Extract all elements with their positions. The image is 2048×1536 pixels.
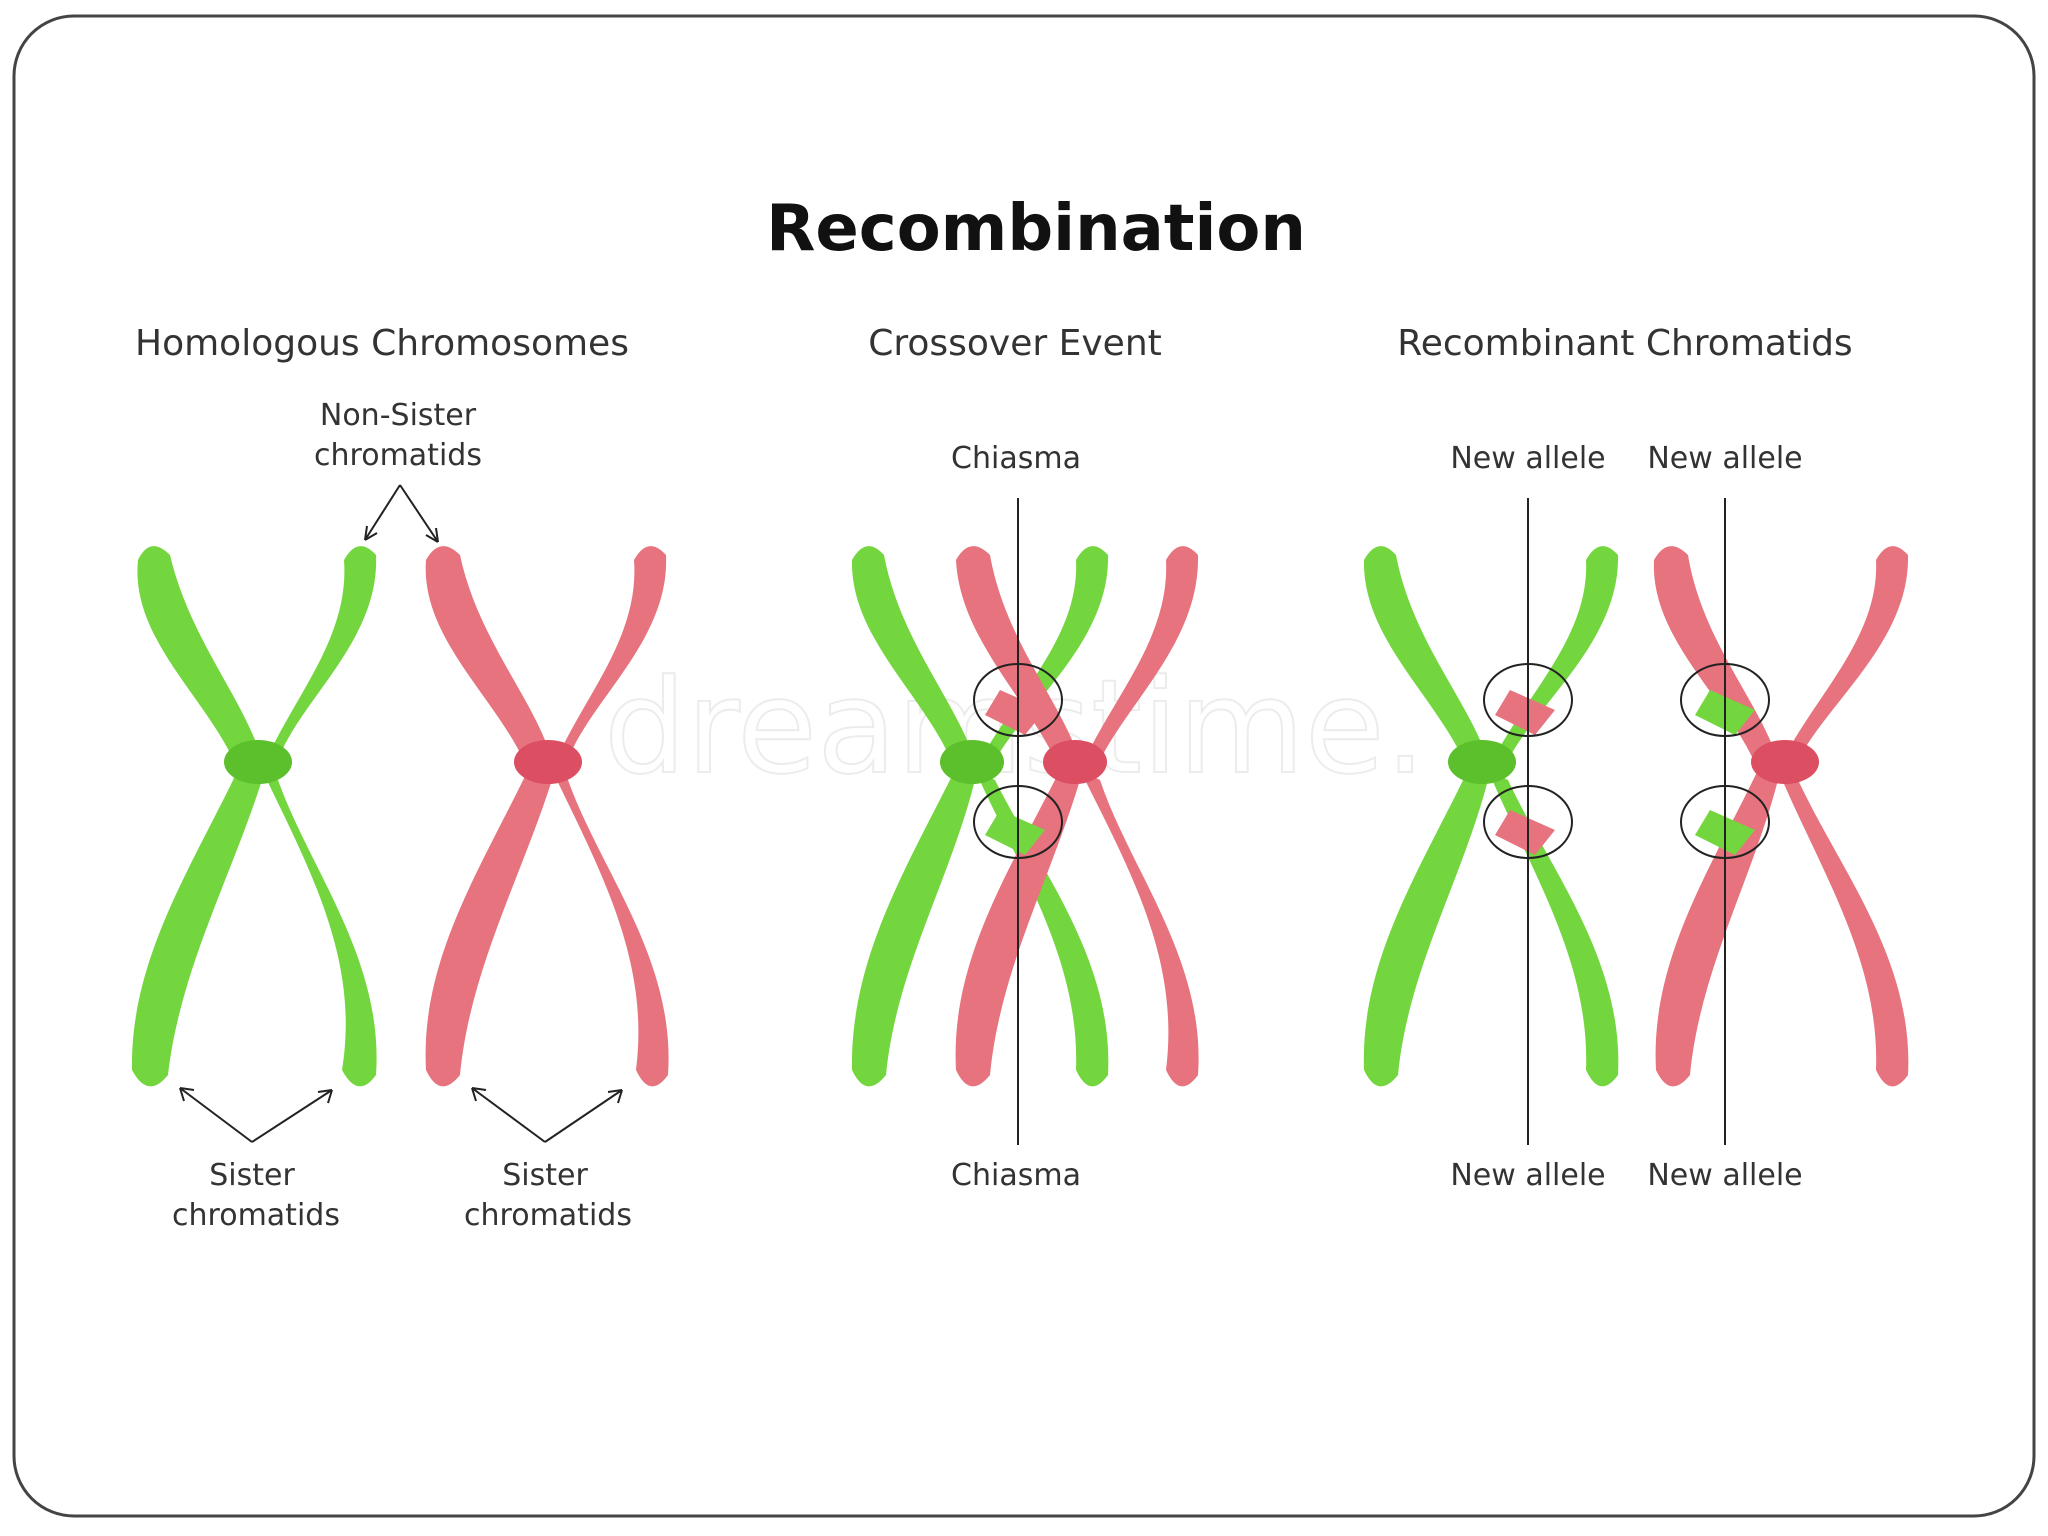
green-chromosome bbox=[131, 546, 377, 1087]
recombinant-pink-chromosome bbox=[1653, 546, 1909, 1087]
label-chiasma-top: Chiasma bbox=[951, 441, 1081, 476]
recombinant-green-chromosome bbox=[1363, 546, 1619, 1087]
heading-crossover-event: Crossover Event bbox=[868, 323, 1162, 364]
heading-recombinant-chromatids: Recombinant Chromatids bbox=[1397, 323, 1852, 364]
crossover-pink-centromere bbox=[1043, 740, 1107, 784]
heading-homologous-chromosomes: Homologous Chromosomes bbox=[135, 323, 629, 364]
pink-centromere bbox=[514, 740, 582, 784]
label-sister-right-line2: chromatids bbox=[464, 1198, 632, 1233]
label-non-sister-line2: chromatids bbox=[314, 438, 482, 473]
sister-arrows-left bbox=[179, 1087, 333, 1143]
label-new-allele-top-right: New allele bbox=[1647, 441, 1802, 476]
sister-arrows-right bbox=[471, 1087, 623, 1143]
label-chiasma-bottom: Chiasma bbox=[951, 1158, 1081, 1193]
pink-chromosome bbox=[425, 546, 669, 1087]
label-new-allele-bottom-right: New allele bbox=[1647, 1158, 1802, 1193]
label-new-allele-top-left: New allele bbox=[1450, 441, 1605, 476]
recombinant-pink-centromere bbox=[1751, 740, 1819, 784]
label-sister-left-line1: Sister bbox=[209, 1158, 295, 1193]
crossover-green-centromere bbox=[940, 740, 1004, 784]
diagram-title: Recombination bbox=[766, 192, 1306, 266]
recombinant-green-centromere bbox=[1448, 740, 1516, 784]
green-centromere bbox=[224, 740, 292, 784]
non-sister-arrows bbox=[364, 484, 439, 543]
label-sister-right-line1: Sister bbox=[502, 1158, 588, 1193]
label-sister-left-line2: chromatids bbox=[172, 1198, 340, 1233]
label-new-allele-bottom-left: New allele bbox=[1450, 1158, 1605, 1193]
label-non-sister-line1: Non-Sister bbox=[320, 398, 477, 433]
